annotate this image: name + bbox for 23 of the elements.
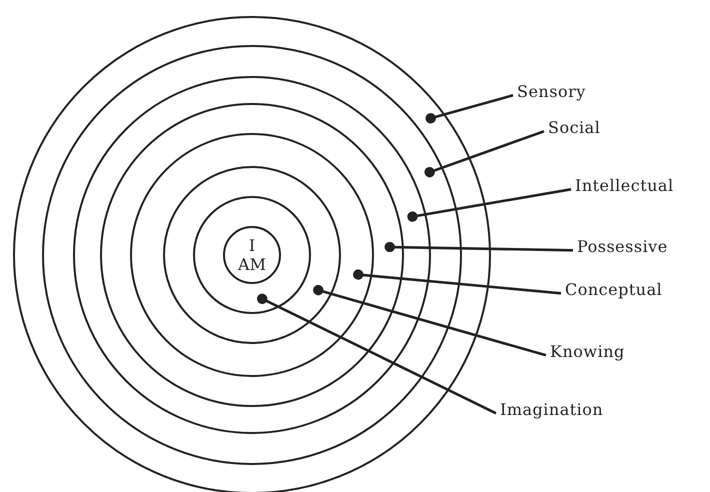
center-label: I AM bbox=[237, 236, 267, 274]
leader-line bbox=[426, 94, 514, 124]
leader-line bbox=[384, 242, 574, 252]
ring-label: Sensory bbox=[517, 82, 586, 101]
ring bbox=[13, 16, 491, 492]
ring-label: Possessive bbox=[577, 237, 668, 256]
ring-label: Knowing bbox=[550, 342, 625, 361]
ring-label: Social bbox=[548, 118, 600, 137]
ring-label: Imagination bbox=[500, 400, 604, 419]
leader-line bbox=[353, 269, 562, 295]
ring-label: Conceptual bbox=[565, 280, 662, 299]
ring bbox=[163, 166, 341, 344]
ring bbox=[193, 196, 311, 314]
leader-line bbox=[407, 188, 572, 222]
center-circle bbox=[223, 226, 281, 284]
leader-line bbox=[313, 284, 546, 357]
ring bbox=[42, 45, 462, 465]
ring bbox=[130, 133, 374, 377]
leader-line bbox=[257, 294, 497, 414]
ring-label: Intellectual bbox=[575, 176, 674, 195]
leader-line bbox=[424, 130, 544, 178]
ring bbox=[73, 76, 431, 434]
ring bbox=[100, 103, 404, 407]
